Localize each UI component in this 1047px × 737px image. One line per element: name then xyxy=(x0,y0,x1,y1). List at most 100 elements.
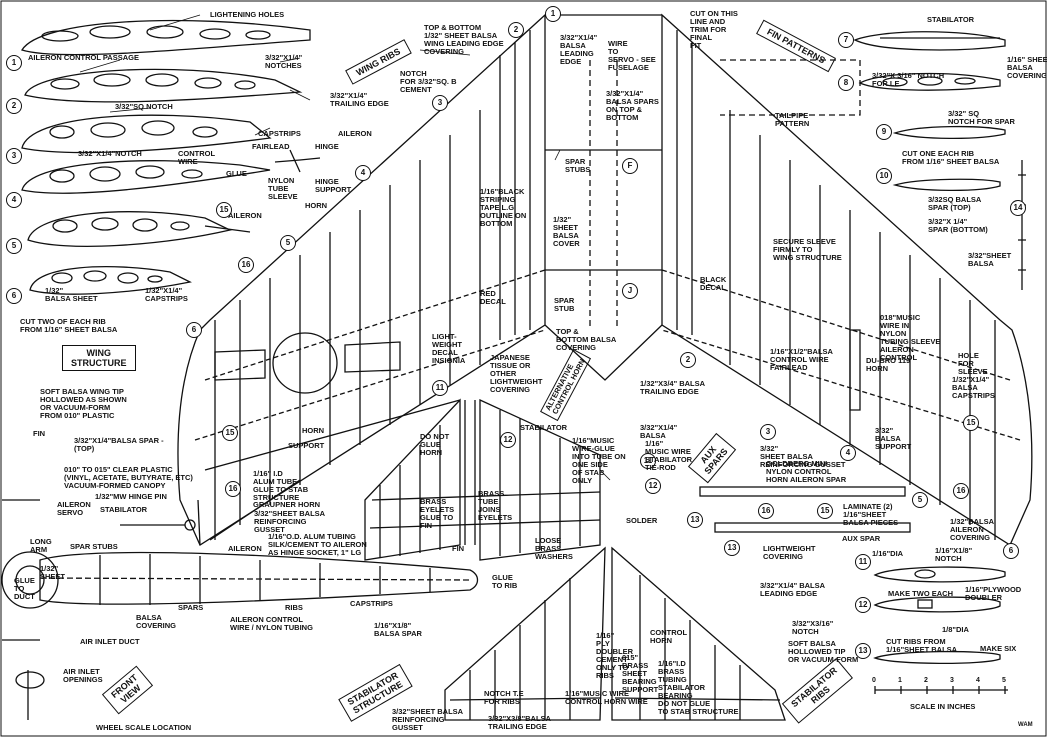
label-capstrips-1-32: 1/32"X1/4" CAPSTRIPS xyxy=(145,286,188,303)
label-dia-1-8: 1/8"DIA xyxy=(942,625,969,634)
label-notch-3-32-3-16: 3/32"X3/16" NOTCH xyxy=(792,619,834,636)
label-stabilator-top: STABILATOR xyxy=(927,15,975,24)
scale-tick-0: 0 xyxy=(872,677,876,684)
label-notch-te: NOTCH T.E FOR RIBS xyxy=(484,689,524,706)
label-brass-tubing-bearing: 1/16"I.D BRASS TUBING STABILATOR BEARING… xyxy=(658,659,739,716)
fin-number-7: 7 xyxy=(838,32,854,48)
label-horn-wire: 1/16"MUSIC WIRE CONTROL HORN WIRE xyxy=(565,689,648,706)
label-capstrips-2: CAPSTRIPS xyxy=(350,599,393,608)
fin-number-14: 14 xyxy=(1010,200,1026,216)
label-tailpipe-pattern: TAILPIPE PATTERN xyxy=(775,111,810,128)
label-black-decal: BLACK DECAL xyxy=(700,275,727,292)
label-horn-1: HORN xyxy=(305,201,328,210)
scale-tick-3: 3 xyxy=(950,677,954,684)
label-trailing-edge-1: 3/32"X1/4" TRAILING EDGE xyxy=(330,91,389,108)
label-support: SUPPORT xyxy=(288,441,325,450)
label-sq-notch: 3/32"SQ NOTCH xyxy=(115,102,173,111)
wing-number-2-right: 2 xyxy=(680,352,696,368)
label-balsa-sheet: 1/32" BALSA SHEET xyxy=(45,286,98,303)
label-balsa-spar-1-16: 1/16"X1/8" BALSA SPAR xyxy=(374,621,422,638)
wing-rib-5 xyxy=(27,211,251,247)
label-sheet-1-32: 1/32" SHEET xyxy=(40,564,66,581)
stab-number-12b: 12 xyxy=(645,478,661,494)
label-control-wire: CONTROL WIRE xyxy=(178,149,216,166)
label-ribs: RIBS xyxy=(285,603,303,612)
stab-number-13b: 13 xyxy=(687,512,703,528)
label-long-arm: LONG ARM xyxy=(30,537,52,554)
fin-number-9: 9 xyxy=(876,124,892,140)
rib-number-1: 1 xyxy=(6,55,22,71)
wing-number-3-right: 3 xyxy=(760,424,776,440)
label-stab-tie-rod: 1/16" MUSIC WIRE STABILATOR TIE-ROD xyxy=(645,439,693,472)
label-aileron-covering: 1/32"BALSA AILERON COVERING xyxy=(950,517,994,542)
label-clear-plastic: 010" TO 015" CLEAR PLASTIC (VINYL, ACETA… xyxy=(64,465,193,490)
label-cut-ribs: CUT RIBS FROM 1/16"SHEET BALSA xyxy=(886,637,958,654)
scale-tick-5: 5 xyxy=(1002,677,1006,684)
wing-rib-4 xyxy=(21,149,321,194)
label-graupner-horn: GRAUPNER HORN xyxy=(253,500,321,509)
scale-tick-4: 4 xyxy=(976,677,980,684)
label-balsa-3-32: 3/32"X1/4" BALSA xyxy=(640,423,678,440)
label-aileron-2: AILERON xyxy=(228,211,262,220)
wing-number-6-right: 6 xyxy=(1003,543,1019,559)
label-trailing-edge-1-32: 1/32"X3/4" BALSA TRAILING EDGE xyxy=(640,379,706,396)
label-light-weight-decal: LIGHT- WEIGHT DECAL INSIGNIA xyxy=(432,332,466,365)
label-make-two-each: MAKE TWO EACH xyxy=(888,589,953,598)
label-loose-brass: LOOSE BRASS WASHERS xyxy=(535,536,573,561)
fin-pattern-14 xyxy=(1018,160,1026,290)
label-sheet-balsa-14: 3/32"SHEET BALSA xyxy=(968,251,1012,268)
label-leading-edge-3-32: 3/32"X1/4" BALSA LEADING EDGE xyxy=(760,581,826,598)
label-glue: GLUE xyxy=(226,169,247,178)
label-spar-stub: SPAR STUB xyxy=(554,296,575,313)
label-spar-stubs-center: SPAR STUBS xyxy=(565,157,591,174)
label-nylon-tube: NYLON TUBE SLEEVE xyxy=(268,176,298,201)
wing-rib-1 xyxy=(21,19,311,56)
label-spar-top-sq: 3/32SQ BALSA SPAR (TOP) xyxy=(928,195,982,212)
rib-number-16: 16 xyxy=(238,257,254,273)
wing-number-15-right: 15 xyxy=(963,415,979,431)
label-alum-tubing: 1/16"O.D. ALUM TUBING SILK/CEMENT TO AIL… xyxy=(268,532,367,557)
label-hinge: HINGE xyxy=(315,142,339,151)
label-top-bottom-cover: TOP & BOTTOM BALSA COVERING xyxy=(556,327,617,352)
label-brass-eyelets: BRASS EYELETS GLUE TO FIN xyxy=(420,497,455,530)
label-brass-tube: BRASS TUBE JOINS EYELETS xyxy=(478,489,513,522)
label-striping-tape: 1/16"BLACK STRIPING TAPE L.G OUTLINE ON … xyxy=(480,187,527,228)
wing-center-section xyxy=(544,14,861,381)
label-notches: 3/32"X1/4" NOTCHES xyxy=(265,53,303,70)
scale-tick-1: 1 xyxy=(898,677,902,684)
wing-number-4-right: 4 xyxy=(840,445,856,461)
label-cut-on-line: CUT ON THIS LINE AND TRIM FOR FINAL FIT xyxy=(690,9,738,50)
rib-number-4: 4 xyxy=(6,192,22,208)
label-dia-1-16: 1/16"DIA xyxy=(872,549,904,558)
label-lightening-holes: LIGHTENING HOLES xyxy=(210,10,285,19)
spar-number-16: 16 xyxy=(758,503,774,519)
station-J: J xyxy=(622,283,638,299)
label-alum-tube: 1/16" I.D ALUM TUBE GLUE TO STAB STRUCTU… xyxy=(253,469,309,502)
label-glue-to-rib: GLUE TO RIB xyxy=(492,573,518,590)
fin-pattern-9 xyxy=(892,125,1006,140)
label-notch-for-le: 3/32"X 3/16" NOTCH FOR LE xyxy=(872,71,945,88)
label-fin-left: FIN xyxy=(33,429,46,438)
label-du-bro-horn: DU-BRO 119 HORN xyxy=(866,356,911,373)
label-control-wire-fairlead: 1/16"X1/2"BALSA CONTROL WIRE FAIRLEAD xyxy=(770,347,833,372)
label-aux-spar: AUX SPAR xyxy=(842,534,881,543)
fin-number-10: 10 xyxy=(876,168,892,184)
label-brass-sheet: 015" BRASS SHEET BEARING SUPPORT xyxy=(622,653,659,694)
label-notch-3-32: 3/32"X1/4"NOTCH xyxy=(78,149,142,158)
label-sheet-balsa-covering: 1/16" SHEET BALSA COVERING xyxy=(1007,55,1047,80)
spar-number-15: 15 xyxy=(817,503,833,519)
station-F: F xyxy=(622,158,638,174)
label-fin-mid: FIN xyxy=(452,544,465,553)
rib-number-3: 3 xyxy=(6,148,22,164)
label-aileron-spar: AILERON SPAR xyxy=(790,475,847,484)
label-aileron-control-wire: AILERON CONTROL WIRE / NYLON TUBING xyxy=(230,615,313,632)
label-aileron-3: AILERON xyxy=(228,544,262,553)
label-wheel-scale: WHEEL SCALE LOCATION xyxy=(96,723,192,732)
label-japanese-tissue: JAPANESE TISSUE OR OTHER LIGHTWEIGHT COV… xyxy=(490,353,543,394)
label-stabilator-left: STABILATOR xyxy=(100,505,148,514)
label-spar-stubs-left: SPAR STUBS xyxy=(70,542,118,551)
label-balsa-spars: 3/32"X1/4" BALSA SPARS ON TOP & BOTTOM xyxy=(606,89,659,122)
label-sheet-balsa-cover: 1/32" SHEET BALSA COVER xyxy=(553,215,580,248)
fin-pattern-8 xyxy=(858,72,1001,91)
